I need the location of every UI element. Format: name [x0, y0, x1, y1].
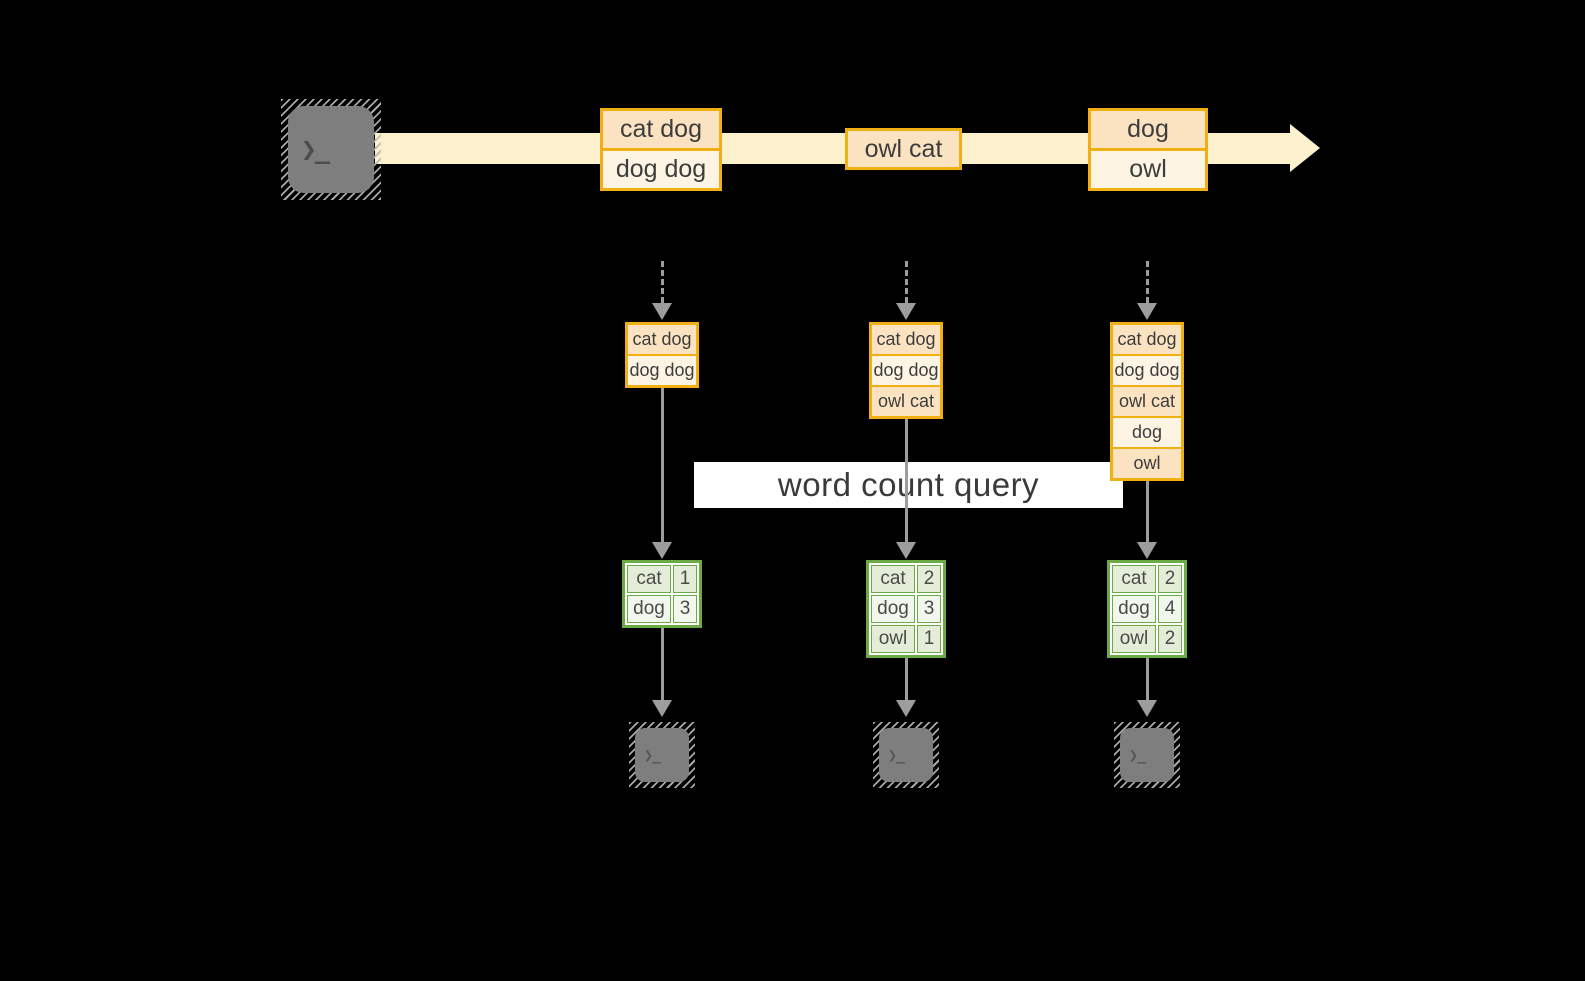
terminal-screen: ❯_	[1120, 728, 1174, 782]
arrowhead-icon	[1137, 542, 1157, 559]
prompt-glyph: ❯_	[888, 746, 905, 764]
stream-to-worker-arrow	[905, 261, 908, 303]
buffer-to-table-line	[661, 388, 664, 542]
arrowhead-icon	[896, 542, 916, 559]
word-cell: dog	[627, 595, 671, 623]
count-cell: 1	[917, 625, 941, 653]
query-banner-label: word count query	[777, 466, 1040, 503]
stream-arrowhead-icon	[1290, 124, 1320, 172]
word-cell: cat	[871, 565, 915, 593]
terminal-screen: ❯_	[288, 106, 374, 193]
word-cell: dog	[871, 595, 915, 623]
buffered-message: owl	[1113, 447, 1181, 478]
buffered-message: dog dog	[1113, 354, 1181, 385]
buffered-message: owl cat	[872, 385, 940, 416]
buffered-message: cat dog	[872, 325, 940, 354]
buffer-to-table-line	[905, 419, 908, 542]
count-cell: 4	[1158, 595, 1182, 623]
terminal-screen: ❯_	[635, 728, 689, 782]
arrowhead-icon	[896, 700, 916, 717]
count-cell: 3	[673, 595, 697, 623]
arrowhead-icon	[1137, 303, 1157, 320]
buffered-message: dog dog	[872, 354, 940, 385]
word-cell: cat	[1112, 565, 1156, 593]
count-cell: 2	[917, 565, 941, 593]
word-cell: cat	[627, 565, 671, 593]
table-to-sink-line	[905, 658, 908, 700]
buffered-message: cat dog	[1113, 325, 1181, 354]
arrowhead-icon	[1137, 700, 1157, 717]
stream-to-worker-arrow	[1146, 261, 1149, 303]
stream-message-line: owl cat	[848, 131, 959, 167]
prompt-glyph: ❯_	[644, 746, 661, 764]
word-cell: dog	[1112, 595, 1156, 623]
stream-message-line: dog dog	[603, 148, 719, 188]
buffered-message: dog dog	[628, 354, 696, 385]
terminal-icon: ❯_	[281, 99, 381, 200]
terminal-screen: ❯_	[879, 728, 933, 782]
table-to-sink-line	[661, 628, 664, 700]
stream-message-line: cat dog	[603, 111, 719, 148]
prompt-glyph: ❯_	[1129, 746, 1146, 764]
word-cell: owl	[871, 625, 915, 653]
terminal-icon: ❯_	[873, 722, 939, 788]
word-cell: owl	[1112, 625, 1156, 653]
count-cell: 1	[673, 565, 697, 593]
buffered-message: owl cat	[1113, 385, 1181, 416]
terminal-icon: ❯_	[629, 722, 695, 788]
buffered-message: cat dog	[628, 325, 696, 354]
count-cell: 3	[917, 595, 941, 623]
buffer-to-table-line	[1146, 481, 1149, 542]
terminal-icon: ❯_	[1114, 722, 1180, 788]
arrowhead-icon	[652, 542, 672, 559]
arrowhead-icon	[652, 700, 672, 717]
arrowhead-icon	[896, 303, 916, 320]
stream-message-line: dog	[1091, 111, 1205, 148]
buffered-message: dog	[1113, 416, 1181, 447]
prompt-glyph: ❯_	[301, 134, 330, 165]
arrowhead-icon	[652, 303, 672, 320]
stream-message-line: owl	[1091, 148, 1205, 188]
stream-message-box: owl cat	[845, 128, 962, 170]
count-cell: 2	[1158, 565, 1182, 593]
stream-to-worker-arrow	[661, 261, 664, 303]
query-banner: word count query	[694, 462, 1123, 508]
table-to-sink-line	[1146, 658, 1149, 700]
count-cell: 2	[1158, 625, 1182, 653]
